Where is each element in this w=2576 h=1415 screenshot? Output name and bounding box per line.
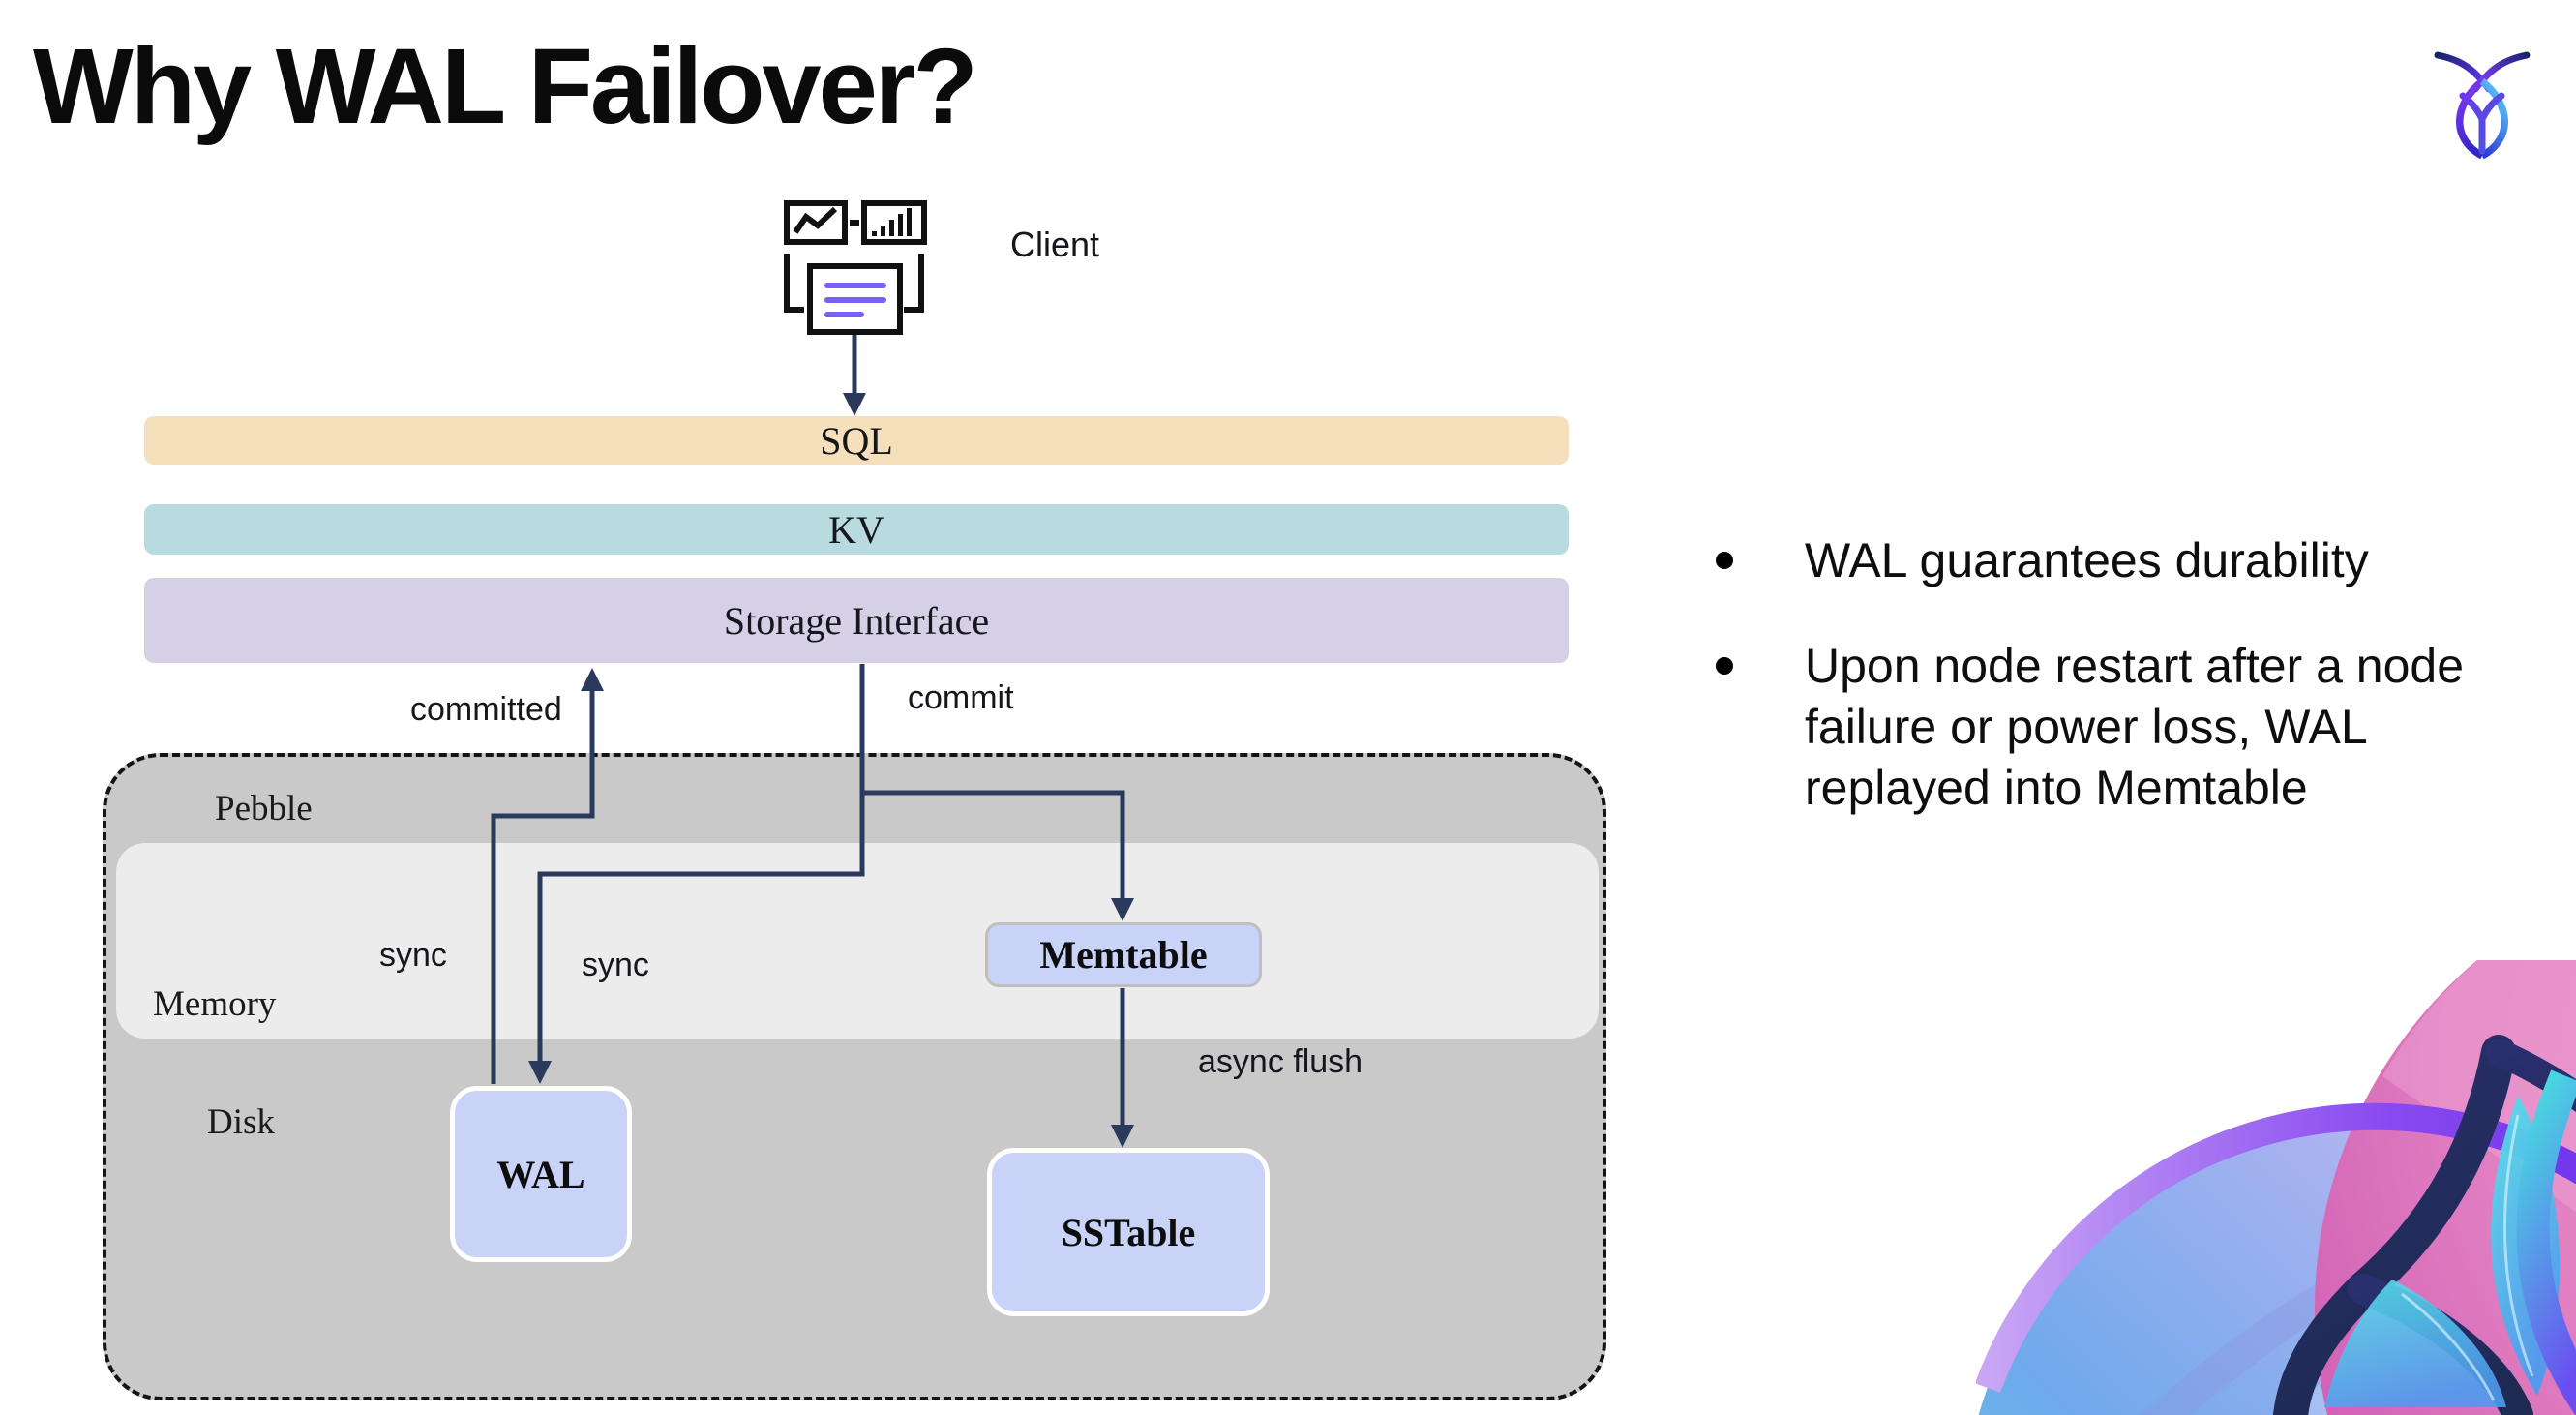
arrowhead-up-storage [581, 668, 604, 691]
layer-storage-interface-label: Storage Interface [723, 598, 990, 643]
bullet-list: WAL guarantees durability Upon node rest… [1708, 530, 2482, 863]
client-label: Client [1010, 225, 1100, 264]
memory-label: Memory [153, 984, 277, 1024]
edge-sync-left-label: sync [379, 937, 447, 974]
bullet-item: Upon node restart after a node failure o… [1708, 636, 2482, 819]
arrowhead-down-sql [843, 393, 866, 416]
brand-artwork [1976, 960, 2576, 1415]
page-title: Why WAL Failover? [33, 27, 978, 146]
bullet-item: WAL guarantees durability [1708, 530, 2482, 591]
layer-sql-label: SQL [820, 418, 893, 463]
cockroachdb-logo-icon [2434, 51, 2531, 160]
pebble-label: Pebble [215, 789, 313, 828]
memory-band [116, 843, 1599, 1039]
art-purple-rim [1976, 1102, 2576, 1393]
layer-sql: SQL [144, 416, 1569, 465]
node-memtable-label: Memtable [1039, 933, 1208, 977]
edge-committed-label: committed [410, 691, 562, 728]
node-wal: WAL [450, 1086, 632, 1262]
client-icon [784, 200, 927, 335]
layer-kv: KV [144, 504, 1569, 555]
edge-commit-label: commit [908, 679, 1014, 716]
edge-sync-right-label: sync [582, 947, 649, 983]
node-wal-label: WAL [496, 1152, 585, 1196]
node-memtable: Memtable [985, 922, 1262, 987]
disk-label: Disk [207, 1102, 275, 1142]
layer-storage-interface: Storage Interface [144, 578, 1569, 663]
edge-async-flush-label: async flush [1198, 1043, 1363, 1080]
layer-kv-label: KV [828, 507, 884, 552]
node-sstable: SSTable [987, 1148, 1270, 1316]
node-sstable-label: SSTable [1061, 1210, 1196, 1254]
